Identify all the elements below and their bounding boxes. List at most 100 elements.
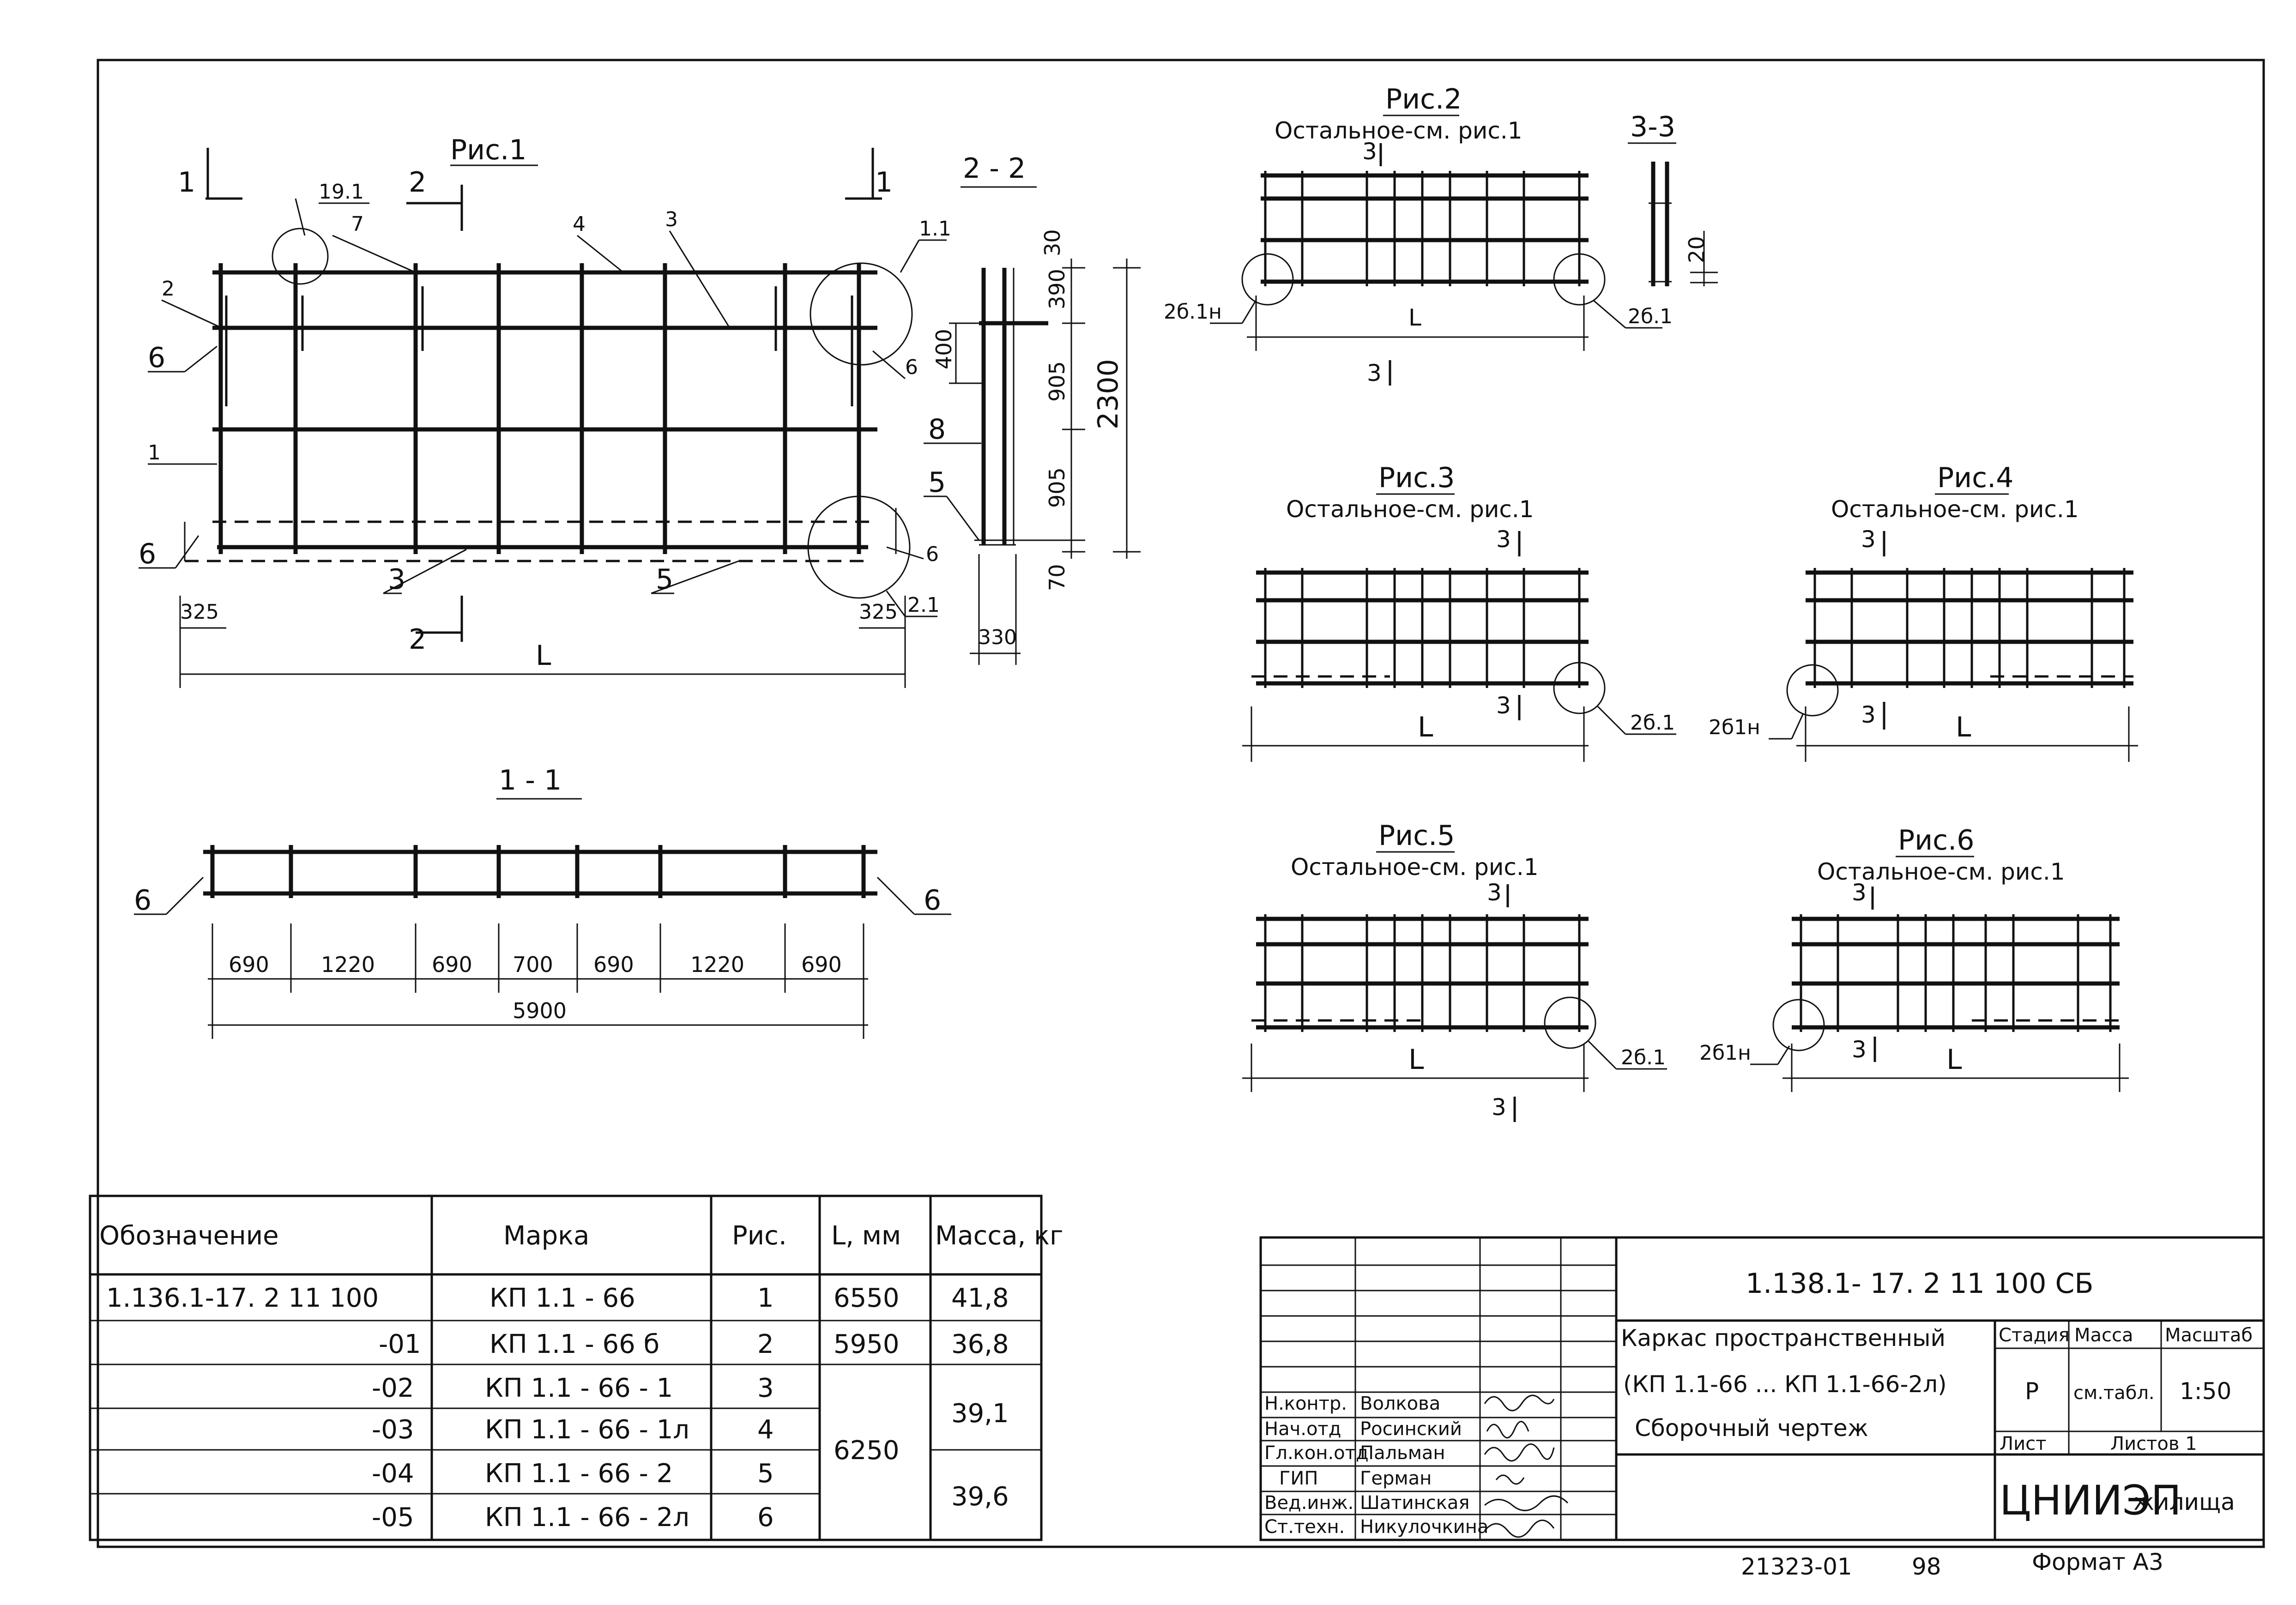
page-number: 98 [1912, 1553, 1941, 1580]
figure-3-callout: 2б.1 [1630, 711, 1675, 735]
spec-header-code: Обозначение [99, 1221, 279, 1251]
spec-row-2-mark: КП 1.1 - 66 - 1 [485, 1373, 673, 1403]
figure-6-sec: 3 [1852, 879, 1867, 906]
figure-2-sec-top: 3 [1362, 138, 1377, 165]
figure-1: Рис.1 1 1 2 2 [139, 134, 951, 688]
callout-6-section-right: 6 [924, 884, 941, 917]
figure-4-callout: 2б1н [1709, 716, 1760, 739]
name-4: Шатинская [1360, 1492, 1469, 1514]
section-2-2-title: 2 - 2 [963, 152, 1026, 185]
total-5900: 5900 [513, 998, 567, 1023]
spec-merged-mass-a: 39,1 [951, 1399, 1009, 1429]
spec-header-L: L, мм [831, 1221, 901, 1251]
section-2-mark-bottom: 2 [409, 623, 426, 656]
callout-5: 5 [656, 563, 673, 596]
spec-row-2-fig: 3 [757, 1373, 774, 1403]
title-block: Н.контр. Нач.отд Гл.кон.отд ГИП Вед.инж.… [1259, 1236, 2265, 1541]
spec-table: Обозначение Марка Рис. L, мм Масса, кг 1… [89, 1195, 1063, 1541]
figure-6-title: Рис.6 [1898, 824, 1974, 857]
figure-5: Рис.5 Остальное-см. рис.1 3 2б.1 L 3 [1242, 820, 1667, 1122]
name-3: Герман [1360, 1468, 1432, 1489]
role-0: Н.контр. [1264, 1393, 1347, 1414]
section-1-1: 1 - 1 6 6 690 1220 690 70 [134, 764, 951, 1039]
callout-6-right-bottom: 6 [926, 543, 939, 566]
sheet-format: Формат А3 [2032, 1549, 2163, 1575]
spec-row-5-mark: КП 1.1 - 66 - 2л [485, 1502, 689, 1533]
spec-row-4-mark: КП 1.1 - 66 - 2 [485, 1459, 673, 1489]
section-1-mark-right: 1 [875, 166, 893, 199]
name-0: Волкова [1360, 1393, 1440, 1414]
spec-merged-mass-b: 39,6 [951, 1482, 1009, 1512]
dim-400: 400 [931, 329, 956, 369]
figure-6-note: Остальное-см. рис.1 [1817, 858, 2065, 885]
figure-4-length: L [1956, 711, 1971, 743]
dim-905-b: 905 [1045, 467, 1069, 508]
callout-5-section: 5 [928, 466, 946, 499]
dim-905-a: 905 [1045, 361, 1069, 402]
sheet-frame [97, 59, 2265, 1548]
figure-2-callout-left: 2б.1н [1164, 300, 1222, 324]
role-4: Вед.инж. [1264, 1492, 1353, 1514]
figure-2-note: Остальное-см. рис.1 [1275, 117, 1523, 144]
figure-5-sec-b: 3 [1492, 1094, 1506, 1121]
callout-1: 1 [148, 441, 161, 465]
scale-value: 1:50 [2180, 1378, 2231, 1405]
signatures [1484, 1394, 1569, 1538]
section-1-1-verticals [210, 845, 866, 898]
figure-2-sec-bottom: 3 [1367, 360, 1382, 386]
figure-5-note: Остальное-см. рис.1 [1291, 854, 1539, 881]
section-2-mark-top: 2 [409, 166, 426, 199]
section-3-3-title: 3-3 [1630, 111, 1675, 143]
spec-row-4-code: -04 [372, 1459, 414, 1489]
figure-3: Рис.3 Остальное-см. рис.1 3 2б.1 L 3 [1242, 462, 1676, 762]
figure-5-sec: 3 [1487, 879, 1502, 906]
dim-2300: 2300 [1092, 359, 1124, 429]
callout-8: 8 [928, 413, 946, 446]
figure-4-note: Остальное-см. рис.1 [1831, 496, 2079, 523]
spec-row-3-code: -03 [372, 1415, 414, 1445]
figure-6: Рис.6 Остальное-см. рис.1 3 2б1н L 3 [1699, 824, 2129, 1092]
figure-2: Рис.2 Остальное-см. рис.1 3 2б.1н 2б.1 L… [1164, 83, 1673, 386]
mass-value: см.табл. [2073, 1382, 2155, 1404]
callout-2: 2 [162, 277, 175, 301]
spacing-7: 690 [801, 952, 842, 977]
col-mass: Масса [2074, 1325, 2133, 1346]
section-2-2: 2 - 2 30 390 905 905 70 2300 400 330 [924, 152, 1141, 665]
sheet-label: Лист [2000, 1433, 2046, 1454]
spec-row-1-code: -01 [379, 1329, 421, 1359]
spec-row-0-fig: 1 [757, 1283, 774, 1313]
spec-header-mark: Марка [503, 1221, 589, 1251]
name-2: Пальман [1360, 1442, 1445, 1464]
col-stage: Стадия [1999, 1325, 2069, 1346]
spacing-4: 700 [513, 952, 553, 977]
spec-row-5-code: -05 [372, 1502, 414, 1533]
callout-6-left-bottom: 6 [139, 538, 156, 570]
callout-6-left-top: 6 [148, 342, 165, 374]
spec-merged-L: 6250 [834, 1436, 900, 1466]
dim-325-right: 325 [859, 600, 898, 624]
callout-3-bottom: 3 [388, 563, 405, 596]
spacing-1: 690 [229, 952, 269, 977]
callout-19-1: 19.1 [319, 180, 364, 204]
figure-4-sec: 3 [1861, 526, 1876, 553]
section-3-3: 3-3 20 [1628, 111, 1718, 286]
archive-number: 21323-01 [1741, 1553, 1852, 1580]
spacing-6: 1220 [690, 952, 744, 977]
document-name-3: Сборочный чертеж [1635, 1415, 1868, 1442]
callout-6-section-left: 6 [134, 884, 151, 917]
callout-4: 4 [573, 212, 586, 236]
figure-6-sec-b: 3 [1852, 1036, 1867, 1063]
spec-row-1-L: 5950 [834, 1329, 900, 1359]
callout-2-1: 2.1 [907, 593, 940, 617]
spec-row-0-mass: 41,8 [951, 1283, 1009, 1313]
figure-5-length: L [1408, 1044, 1424, 1076]
figure-3-title: Рис.3 [1378, 462, 1455, 494]
figure-2-callout-right: 2б.1 [1628, 305, 1673, 328]
dim-330: 330 [978, 626, 1017, 649]
figure-4: Рис.4 Остальное-см. рис.1 3 2б1н L 3 [1709, 462, 2138, 762]
sheets-label: Листов 1 [2110, 1433, 2197, 1454]
spec-header-mass: Масса, кг [935, 1221, 1063, 1251]
spec-header-fig: Рис. [732, 1221, 787, 1251]
col-scale: Масштаб [2165, 1325, 2253, 1346]
